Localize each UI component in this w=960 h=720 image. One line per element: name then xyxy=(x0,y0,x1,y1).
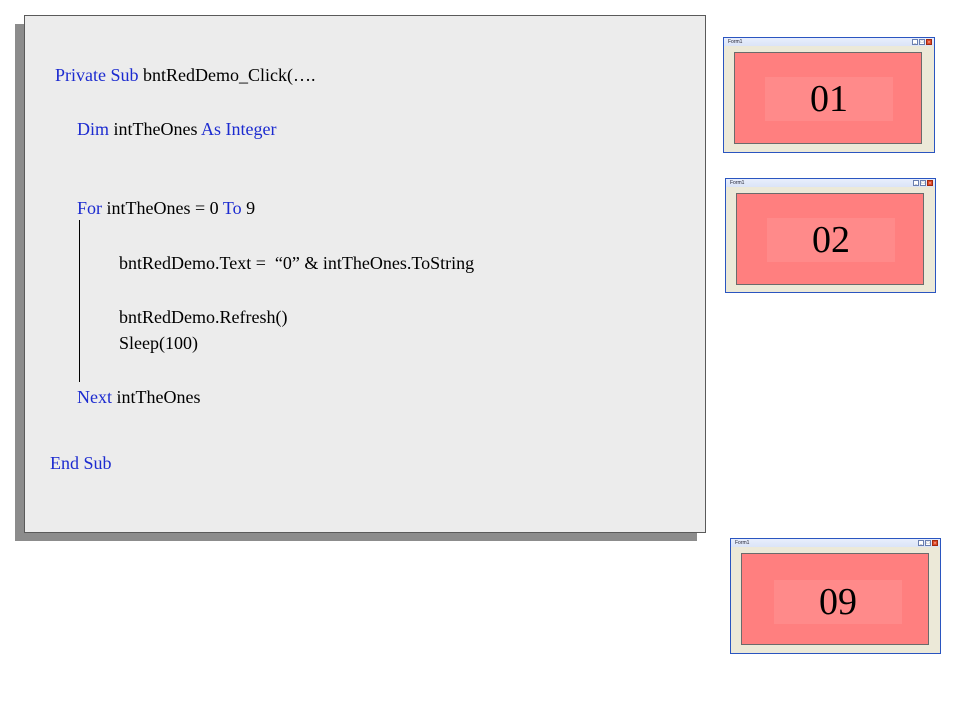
code-text: intTheOnes xyxy=(112,387,201,407)
code-line-sleep: Sleep(100) xyxy=(119,333,198,353)
button-label: 01 xyxy=(765,77,893,121)
keyword-next: Next xyxy=(77,387,112,407)
window-controls: _ □ × xyxy=(913,180,933,186)
keyword-for: For xyxy=(77,198,103,218)
keyword-dim: Dim xyxy=(77,119,110,139)
keyword-end-sub: End Sub xyxy=(50,453,112,473)
maximize-icon[interactable]: □ xyxy=(920,180,926,186)
form-window-1: Form1 _ □ × 01 xyxy=(723,37,935,153)
code-line-set-text: bntRedDemo.Text = “0” & intTheOnes.ToStr… xyxy=(119,253,475,273)
code-line-for: For intTheOnes = 0 To 9 xyxy=(77,198,255,218)
minimize-icon[interactable]: _ xyxy=(913,180,919,186)
form-titlebar: Form1 _ □ × xyxy=(731,539,940,547)
form-title: Form1 xyxy=(730,180,745,186)
minimize-icon[interactable]: _ xyxy=(918,540,924,546)
keyword-private-sub: Private Sub xyxy=(55,65,139,85)
maximize-icon[interactable]: □ xyxy=(925,540,931,546)
code-line-dim: Dim intTheOnes As Integer xyxy=(77,119,277,139)
red-demo-button[interactable]: 02 xyxy=(736,193,924,285)
code-text: 9 xyxy=(241,198,256,218)
code-line-sub-declaration: Private Sub bntRedDemo_Click(…. xyxy=(55,65,315,85)
code-text: intTheOnes xyxy=(109,119,202,139)
red-demo-button[interactable]: 01 xyxy=(734,52,922,144)
loop-body-bracket xyxy=(79,220,80,382)
form-window-2: Form1 _ □ × 02 xyxy=(725,178,936,293)
window-controls: _ □ × xyxy=(912,39,932,45)
window-controls: _ □ × xyxy=(918,540,938,546)
code-line-next: Next intTheOnes xyxy=(77,387,200,407)
minimize-icon[interactable]: _ xyxy=(912,39,918,45)
button-label: 02 xyxy=(767,218,895,262)
form-titlebar: Form1 _ □ × xyxy=(724,38,934,46)
code-text: bntRedDemo_Click(…. xyxy=(138,65,316,85)
red-demo-button[interactable]: 09 xyxy=(741,553,929,645)
code-text: intTheOnes = 0 xyxy=(102,198,223,218)
form-window-3: Form1 _ □ × 09 xyxy=(730,538,941,654)
maximize-icon[interactable]: □ xyxy=(919,39,925,45)
code-line-end-sub: End Sub xyxy=(50,453,112,473)
keyword-to: To xyxy=(222,198,242,218)
close-icon[interactable]: × xyxy=(927,180,933,186)
code-panel: Private Sub bntRedDemo_Click(…. Dim intT… xyxy=(24,15,706,533)
close-icon[interactable]: × xyxy=(932,540,938,546)
close-icon[interactable]: × xyxy=(926,39,932,45)
keyword-as-integer: As Integer xyxy=(201,119,277,139)
form-title: Form1 xyxy=(728,39,743,45)
form-titlebar: Form1 _ □ × xyxy=(726,179,935,187)
button-label: 09 xyxy=(774,580,902,624)
code-line-refresh: bntRedDemo.Refresh() xyxy=(119,307,288,327)
form-title: Form1 xyxy=(735,540,750,546)
